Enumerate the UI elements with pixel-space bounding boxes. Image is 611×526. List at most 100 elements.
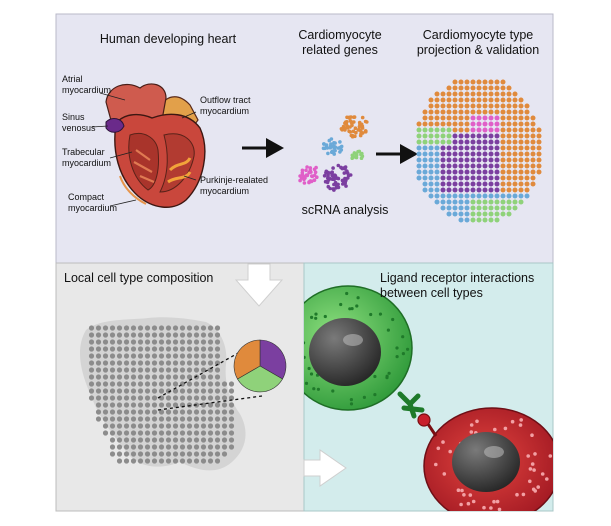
tissue-spot — [158, 381, 165, 387]
tissue-spot — [179, 353, 186, 359]
projection-spot — [512, 199, 518, 205]
projection-spot — [422, 133, 428, 139]
projection-spot — [494, 211, 500, 217]
projection-spot — [440, 103, 446, 109]
projection-spot — [458, 163, 464, 169]
projection-spot — [488, 163, 494, 169]
projection-spot-map — [416, 79, 542, 223]
red-speck — [530, 462, 535, 466]
tissue-spot — [151, 360, 158, 366]
projection-spot — [416, 127, 422, 133]
projection-spot — [494, 121, 500, 127]
green-speck — [406, 347, 410, 351]
cluster-3-cell — [314, 165, 318, 170]
projection-spot — [458, 127, 464, 133]
cluster-0-cell — [350, 123, 354, 128]
label-atrial-2: myocardium — [62, 85, 111, 95]
tissue-spot — [172, 416, 179, 422]
projection-spot — [428, 103, 434, 109]
tissue-spot — [172, 444, 179, 450]
projection-spot — [512, 115, 518, 121]
tissue-spot — [95, 409, 102, 415]
projection-spot — [470, 193, 476, 199]
green-speck — [391, 317, 395, 322]
tissue-spot — [214, 402, 221, 408]
tissue-spot — [172, 360, 179, 366]
tissue-spot — [116, 458, 123, 464]
tissue-spot — [95, 346, 102, 352]
red-speck — [468, 493, 473, 497]
tissue-spot — [221, 444, 228, 450]
projection-spot — [470, 145, 476, 151]
cluster-1-cell — [322, 142, 326, 146]
green-speck — [373, 374, 377, 379]
tissue-spot — [158, 332, 165, 338]
cluster-1-cell — [329, 142, 333, 146]
red-speck — [519, 418, 523, 422]
tissue-spot — [109, 374, 116, 380]
tissue-spot — [151, 388, 158, 394]
tissue-spot — [102, 332, 109, 338]
projection-spot — [464, 169, 470, 175]
cluster-3-cell — [300, 171, 305, 175]
cluster-4-cell — [340, 166, 345, 171]
green-speck — [304, 381, 309, 385]
projection-spot — [518, 145, 524, 151]
tissue-spot — [95, 416, 102, 422]
projection-spot — [458, 139, 464, 145]
projection-spot — [470, 163, 476, 169]
projection-spot — [506, 211, 512, 217]
tissue-spot — [123, 346, 130, 352]
receptor-icon — [397, 391, 425, 419]
projection-spot — [506, 139, 512, 145]
cluster-4-cell — [324, 170, 328, 175]
projection-spot — [452, 85, 458, 91]
tissue-spot — [221, 430, 228, 436]
projection-spot — [446, 85, 452, 91]
tissue-spot — [186, 360, 193, 366]
projection-spot — [464, 91, 470, 97]
projection-spot — [524, 127, 530, 133]
cluster-0-cell — [360, 115, 365, 120]
projection-spot — [488, 91, 494, 97]
projection-spot — [434, 181, 440, 187]
scrna-clusters — [298, 115, 369, 192]
projection-spot — [470, 169, 476, 175]
red-speck — [434, 462, 438, 467]
tissue-spot — [144, 367, 151, 373]
cluster-3-cell — [312, 178, 317, 183]
projection-spot — [512, 103, 518, 109]
projection-spot — [518, 97, 524, 103]
projection-spot — [452, 139, 458, 145]
projection-spot — [464, 163, 470, 169]
tissue-spot — [102, 430, 109, 436]
tissue-spot — [158, 374, 165, 380]
tissue-spot — [165, 416, 172, 422]
tissue-spot — [172, 346, 179, 352]
projection-spot — [458, 121, 464, 127]
tissue-spot — [123, 339, 130, 345]
tissue-spot — [95, 353, 102, 359]
tissue-spot — [193, 458, 200, 464]
tissue-spot — [193, 325, 200, 331]
projection-spot — [440, 181, 446, 187]
projection-spot — [428, 187, 434, 193]
tissue-spot — [158, 388, 165, 394]
projection-spot — [506, 103, 512, 109]
cluster-0-cell — [361, 131, 365, 135]
projection-spot — [470, 115, 476, 121]
projection-spot — [500, 187, 506, 193]
cluster-0-cell — [357, 120, 362, 125]
cluster-4-cell — [331, 173, 336, 177]
projection-spot — [452, 91, 458, 97]
projection-spot — [470, 217, 476, 223]
red-speck — [459, 502, 463, 507]
projection-spot — [530, 151, 536, 157]
cluster-0-cell — [357, 124, 362, 129]
interactions-title-2: between cell types — [380, 286, 483, 300]
red-speck — [521, 492, 526, 497]
tissue-spot — [228, 388, 235, 394]
cluster-0-cell — [364, 130, 368, 134]
tissue-spot — [151, 325, 158, 331]
red-speck — [530, 433, 534, 438]
